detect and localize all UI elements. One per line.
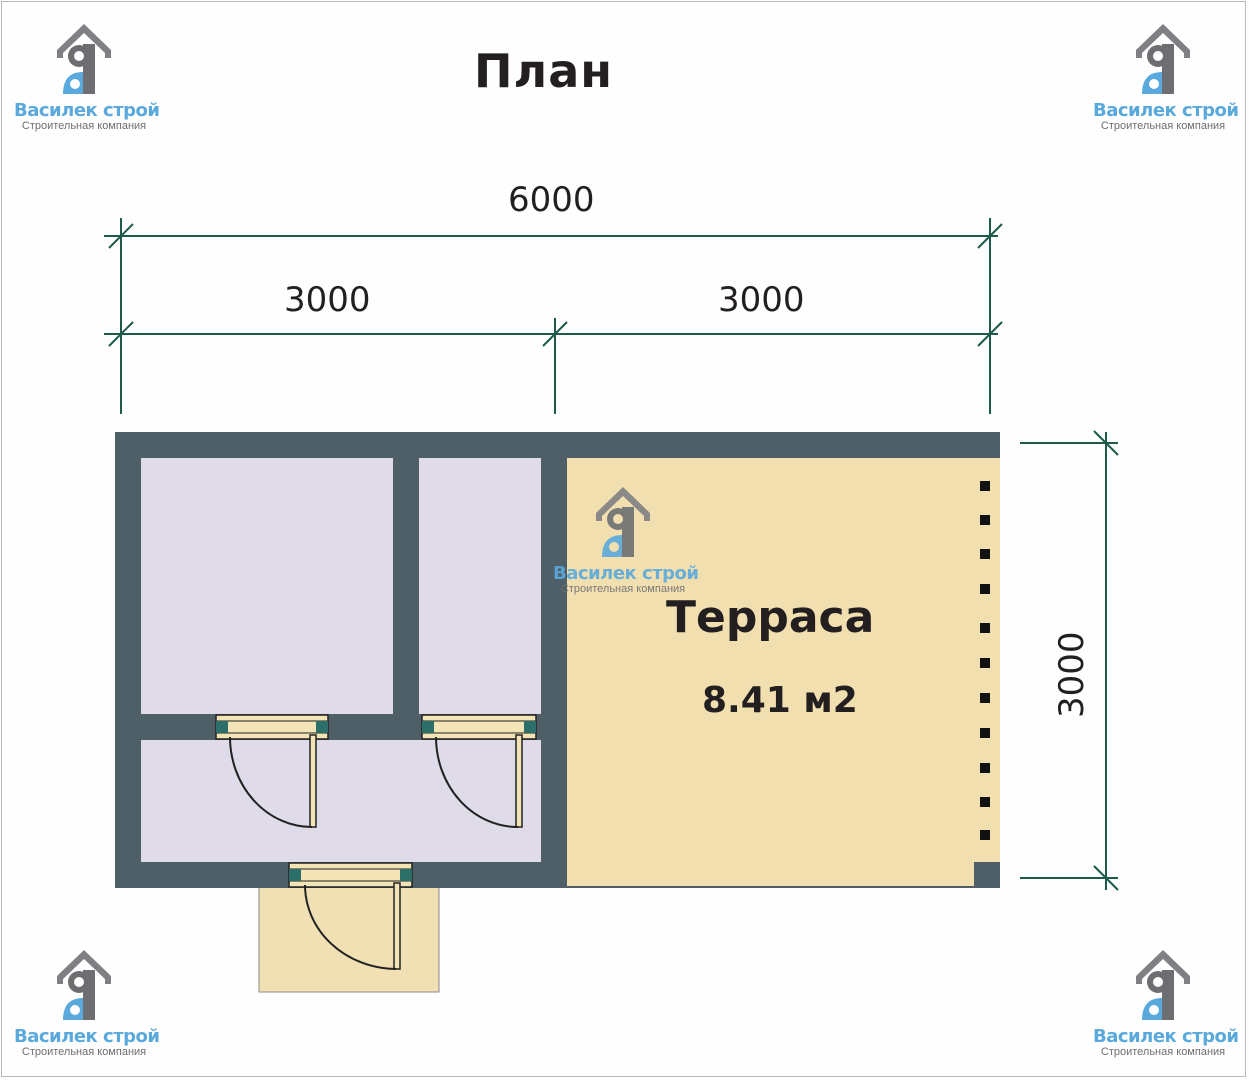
dimension-left-section: 3000 — [284, 280, 371, 320]
logo-name: Василек строй — [1093, 1026, 1239, 1047]
dimension-lines — [104, 218, 1119, 891]
logo-subtitle: Строительная компания — [1100, 1046, 1226, 1058]
terrace-label: Терраса — [666, 592, 875, 643]
logo-subtitle: Строительная компания — [21, 120, 147, 132]
logo-name: Василек строй — [553, 563, 699, 584]
porch — [258, 883, 440, 993]
dimension-total-width: 6000 — [508, 180, 595, 220]
door-left-room — [215, 714, 329, 828]
company-logo-top-right: Василек строй Строительная компания — [1093, 20, 1239, 132]
page-title: План — [474, 44, 614, 98]
logo-subtitle: Строительная компания — [560, 583, 686, 595]
door-right-room — [421, 714, 537, 828]
terrace-corner-post — [974, 862, 1000, 888]
logo-name: Василек строй — [14, 100, 160, 121]
terrace-area: 8.41 м2 — [702, 680, 858, 721]
company-logo-bottom-right: Василек строй Строительная компания — [1093, 946, 1239, 1058]
company-logo-bottom-left: Василек строй Строительная компания — [14, 946, 160, 1058]
terrace-railing-posts — [980, 481, 990, 840]
house-logo-icon — [1136, 950, 1190, 1020]
dimension-depth: 3000 — [1052, 631, 1092, 718]
house-logo-icon — [596, 487, 650, 557]
logo-name: Василек строй — [14, 1026, 160, 1047]
company-logo-center: Василек строй Строительная компания — [553, 483, 699, 595]
house-logo-icon — [57, 24, 111, 94]
company-logo-top-left: Василек строй Строительная компания — [14, 20, 160, 132]
room-left — [141, 458, 393, 714]
dimension-right-section: 3000 — [718, 280, 805, 320]
terrace-floor — [567, 458, 1000, 886]
house-logo-icon — [1136, 24, 1190, 94]
room-right — [419, 458, 541, 714]
door-entrance — [288, 862, 413, 970]
hallway — [141, 740, 541, 862]
logo-name: Василек строй — [1093, 100, 1239, 121]
logo-subtitle: Строительная компания — [1100, 120, 1226, 132]
logo-subtitle: Строительная компания — [21, 1046, 147, 1058]
house-logo-icon — [57, 950, 111, 1020]
